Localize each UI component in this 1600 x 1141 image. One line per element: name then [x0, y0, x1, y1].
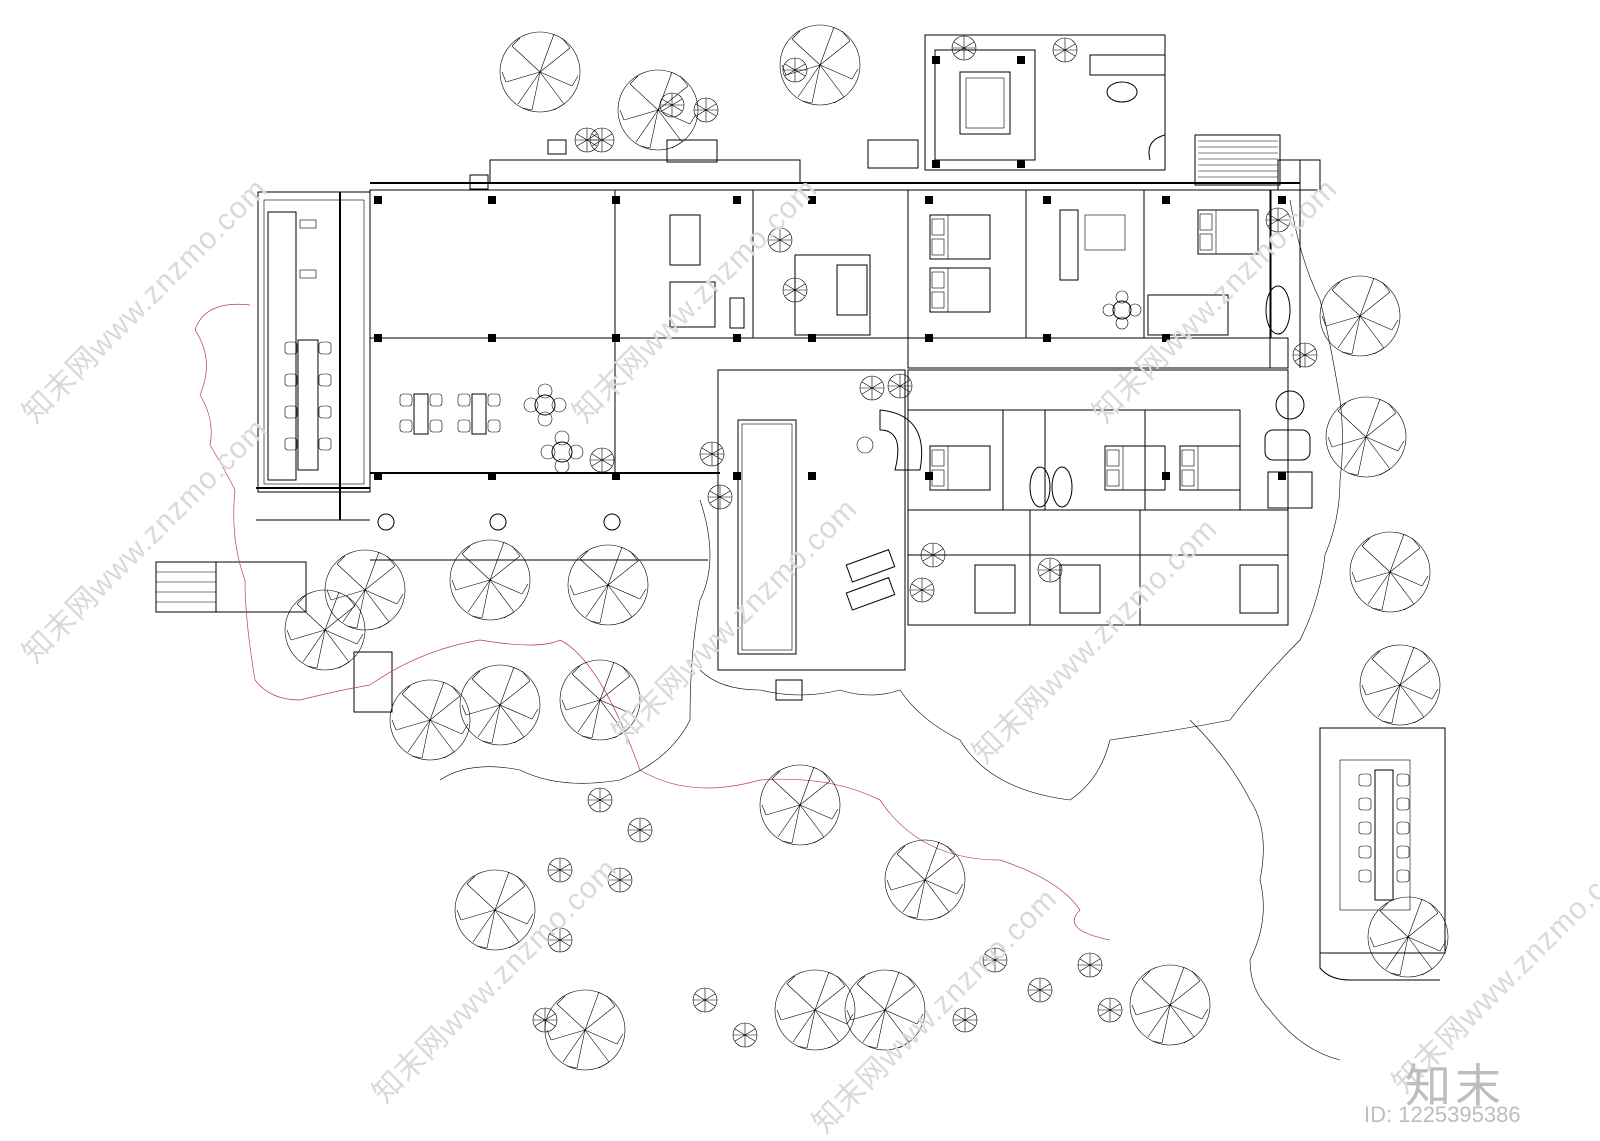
landscape-trees [284, 24, 1449, 1071]
structural-columns [374, 56, 1286, 480]
garden-paths [194, 199, 1343, 1061]
tree-icon [499, 31, 581, 113]
bed-icon [929, 214, 991, 260]
brand-logo: 知末 [1405, 1059, 1505, 1113]
bathtub-icon [1029, 285, 1291, 508]
asset-id: ID: 1225395386 [1364, 1102, 1521, 1127]
stair-icon [1198, 140, 1278, 178]
dining-table-icon [284, 339, 332, 471]
sofa-icon [1059, 209, 1126, 281]
furniture [284, 54, 1410, 901]
